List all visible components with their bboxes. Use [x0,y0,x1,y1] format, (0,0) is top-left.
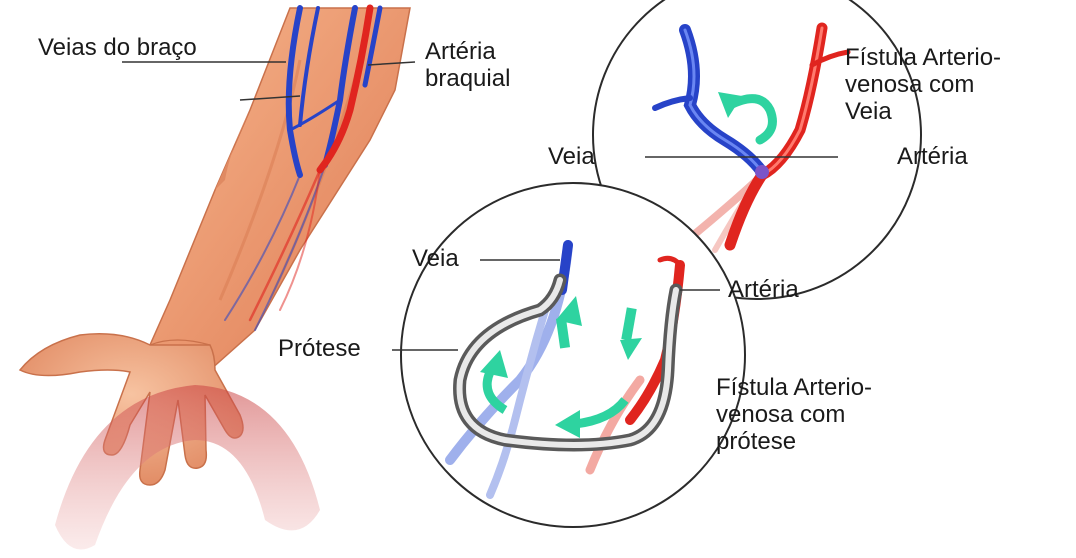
label-fistula-vein-line3: Veia [845,98,1001,125]
label-vein-top: Veia [548,143,595,171]
label-brachial-artery-line1: Artéria [425,38,510,65]
label-artery-bottom: Artéria [728,276,799,304]
logo-watermark [55,385,320,550]
label-fistula-prosthesis-line3: prótese [716,428,872,455]
label-fistula-prosthesis: Fístula Arterio- venosa com prótese [716,374,872,455]
label-fistula-prosthesis-line1: Fístula Arterio- [716,374,872,401]
label-arm-veins: Veias do braço [38,34,197,62]
label-brachial-artery-line2: braquial [425,65,510,92]
label-vein-bottom: Veia [412,245,459,273]
label-fistula-prosthesis-line2: venosa com [716,401,872,428]
fistula-prosthesis-inset [401,183,745,527]
label-fistula-vein-line1: Fístula Arterio- [845,44,1001,71]
label-fistula-vein: Fístula Arterio- venosa com Veia [845,44,1001,125]
label-brachial-artery: Artéria braquial [425,38,510,92]
label-fistula-vein-line2: venosa com [845,71,1001,98]
label-artery-top: Artéria [897,143,968,171]
label-prosthesis: Prótese [278,335,361,363]
